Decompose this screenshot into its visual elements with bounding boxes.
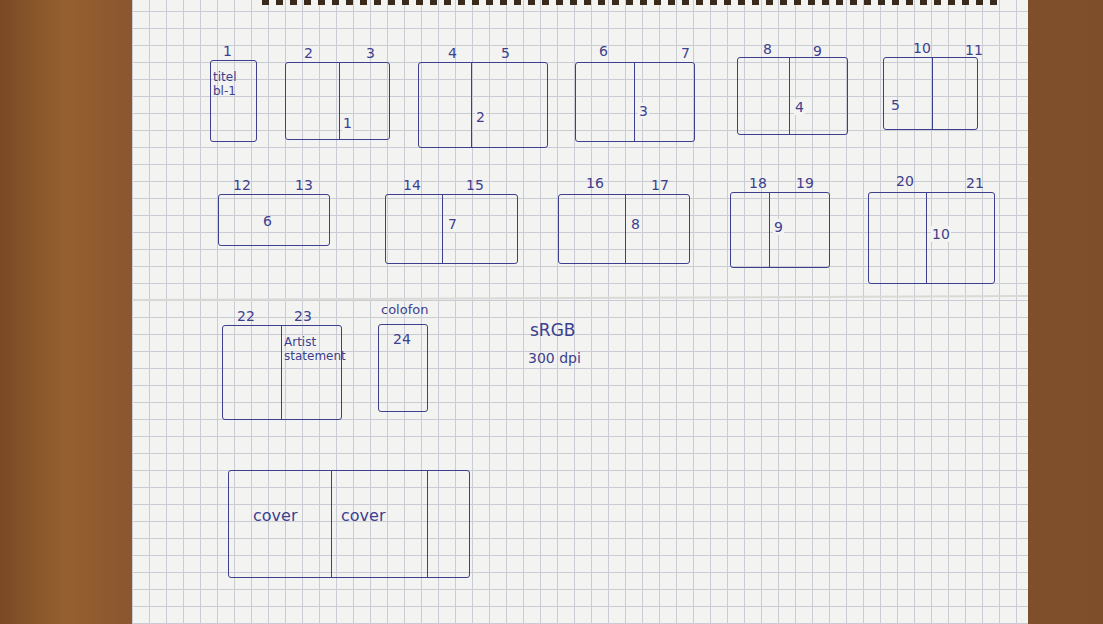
page-number: 14 (403, 177, 421, 193)
page-number: 10 (913, 40, 931, 56)
page-number: 18 (749, 175, 767, 191)
page-number: 12 (233, 177, 251, 193)
page-number: 15 (466, 177, 484, 193)
spread-text: 6 (263, 213, 272, 229)
spiral-binding (262, 0, 997, 5)
page-number: 2 (304, 45, 313, 61)
page-spread: 673 (575, 62, 695, 142)
page-number: 7 (681, 45, 690, 61)
page-number: 23 (294, 308, 312, 324)
spread-text: 8 (630, 216, 641, 232)
page-spread: cover cover (228, 470, 470, 578)
page-number: 21 (966, 175, 984, 191)
spread-text: titel bl-1 (213, 71, 253, 99)
page-spread: 452 (418, 62, 548, 148)
page-number: 20 (896, 173, 914, 189)
page-fold (442, 195, 443, 263)
page-number: 3 (366, 45, 375, 61)
page-number: 5 (501, 45, 510, 61)
fold-line (132, 296, 1028, 300)
spread-text: 5 (891, 97, 900, 113)
spread-text: 3 (638, 103, 649, 119)
page-number: 16 (586, 175, 604, 191)
page-number: 11 (965, 42, 983, 58)
page-fold (789, 58, 790, 134)
note: sRGB (530, 320, 576, 340)
page-fold (339, 63, 340, 139)
spread-text: cover (253, 507, 297, 525)
page-number: 1 (223, 43, 232, 59)
page-spread: 10115 (883, 57, 978, 130)
page-number: 17 (651, 177, 669, 193)
page-number: 4 (448, 45, 457, 61)
page-number: 8 (763, 41, 772, 57)
spread-text: 24 (393, 331, 411, 347)
page-number: 6 (599, 43, 608, 59)
page-spread: 18199 (730, 192, 830, 268)
page-spread: 1titel bl-1 (210, 60, 257, 142)
page-fold (769, 193, 770, 267)
page-spread: 2223Artist statement (222, 325, 342, 420)
spread-text: 7 (447, 216, 458, 232)
note: 300 dpi (528, 350, 581, 366)
page-spread: 12136 (218, 194, 330, 246)
page-spread: 14157 (385, 194, 518, 264)
page-spread: 16178 (558, 194, 690, 264)
page-fold (926, 193, 927, 283)
page-fold (932, 58, 933, 129)
page-fold (625, 195, 626, 263)
page-fold (281, 326, 282, 419)
page-fold (634, 63, 635, 141)
page-number: 19 (796, 175, 814, 191)
spread-text: cover (341, 507, 385, 525)
page-number: 13 (295, 177, 313, 193)
page-spread: 202110 (868, 192, 995, 284)
spread-text: 9 (773, 219, 784, 235)
page-spread: colofon24 (378, 324, 428, 412)
page-fold (331, 471, 332, 577)
spread-text: 1 (342, 115, 353, 131)
page-fold (427, 471, 428, 577)
spread-text: 4 (794, 99, 805, 115)
grid-paper (132, 0, 1028, 624)
page-fold (471, 63, 472, 147)
page-spread: 231 (285, 62, 390, 140)
page-number: colofon (381, 303, 428, 318)
page-number: 22 (237, 308, 255, 324)
spread-text: 10 (931, 226, 951, 242)
page-spread: 894 (737, 57, 848, 135)
page-number: 9 (813, 43, 822, 59)
spread-text: 2 (475, 109, 486, 125)
spread-text: Artist statement (284, 336, 338, 364)
